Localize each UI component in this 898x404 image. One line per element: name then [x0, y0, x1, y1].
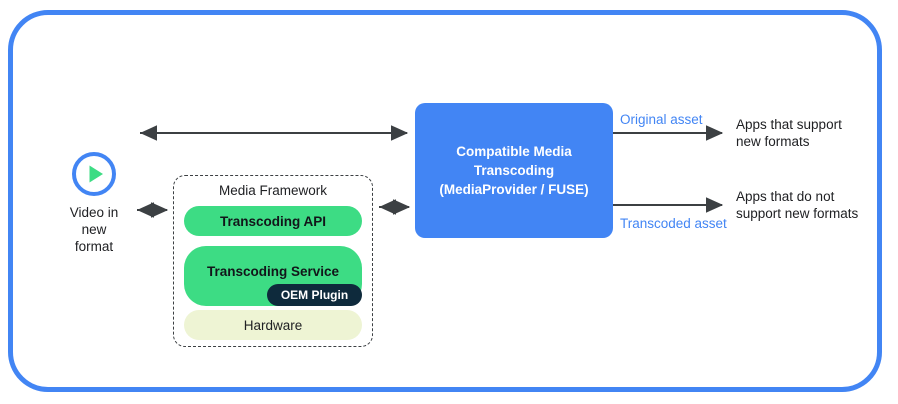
apps-unsupported-label: Apps that do not support new formats	[736, 189, 859, 221]
video-play-icon	[72, 152, 116, 196]
compatible-media-transcoding-box[interactable]: Compatible Media Transcoding (MediaProvi…	[415, 103, 613, 238]
hardware-block[interactable]: Hardware	[184, 310, 362, 340]
oem-plugin-badge[interactable]: OEM Plugin	[267, 284, 362, 306]
transcoding-api-block[interactable]: Transcoding API	[184, 206, 362, 236]
video-source-label: Video in new format	[69, 205, 119, 254]
original-asset-edge-label: Original asset	[620, 112, 703, 127]
media-framework-title: Media Framework	[218, 183, 328, 198]
transcoded-asset-edge-label: Transcoded asset	[620, 216, 727, 231]
apps-supported-label: Apps that support new formats	[736, 117, 842, 149]
